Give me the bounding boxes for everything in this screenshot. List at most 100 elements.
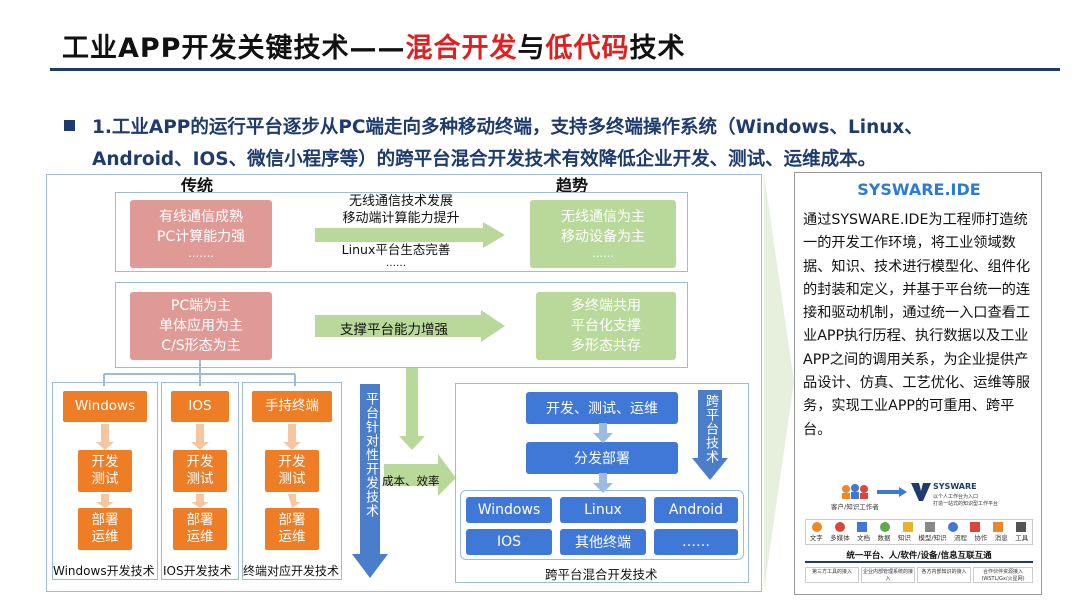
platform-ios: IOS bbox=[466, 529, 552, 555]
thumb-icon-doc bbox=[857, 522, 868, 532]
row1-trend-box: 无线通信为主 移动设备为主 …… bbox=[530, 200, 676, 268]
row1-arrow-top-line2: 移动端计算能力提升 bbox=[342, 211, 460, 226]
windows-deploy-ops-box: 部署 运维 bbox=[78, 508, 132, 550]
thumb-brand: SYSWARE bbox=[933, 482, 977, 491]
thumb-icon-label-4: 知识 bbox=[897, 534, 911, 542]
thumb-brand-sub2: 打造一站式的知识型工作平台 bbox=[933, 501, 999, 507]
row1-arrow-top-line1: 无线通信技术发展 bbox=[348, 194, 453, 209]
handheld-test-label: 测试 bbox=[278, 471, 306, 487]
thumb-bottom-row: 第三方工具的接入 企业内部管理系统的接入 各方内部知识的接入 合作伙伴资源接入(… bbox=[805, 567, 1033, 583]
thumb-bottom-2: 各方内部知识的接入 bbox=[917, 567, 971, 583]
thumb-bottom-1: 企业内部管理系统的接入 bbox=[861, 567, 915, 583]
footer-ios-tech: IOS开发技术 bbox=[163, 564, 232, 578]
column-header-windows: Windows bbox=[63, 391, 147, 422]
thumb-icon-model bbox=[925, 522, 936, 532]
bullet-line-1: 1.工业APP的运行平台逐步从PC端走向多种移动终端，支持多终端操作系统（Win… bbox=[92, 117, 923, 138]
windows-test-label: 测试 bbox=[91, 471, 119, 487]
row1-frame bbox=[115, 192, 688, 272]
thumb-icon-collab bbox=[970, 522, 981, 532]
branch-connector bbox=[103, 360, 296, 386]
column-windows-frame bbox=[52, 382, 158, 580]
thumb-icon-label-7: 协作 bbox=[974, 534, 988, 542]
label-traditional: 传统 bbox=[181, 176, 214, 195]
row2-trend-box: 多终端共用 平台化支撑 多形态共存 bbox=[536, 292, 676, 360]
diagram-frame bbox=[46, 174, 762, 592]
thumb-icon-label-3: 数据 bbox=[877, 534, 891, 542]
thumb-icon-data bbox=[880, 522, 891, 532]
bullet-line-2: Android、IOS、微信小程序等）的跨平台混合开发技术有效降低企业开发、测试… bbox=[92, 149, 877, 170]
column-ios-frame bbox=[161, 382, 239, 580]
title-highlight-lowcode: 低代码 bbox=[545, 33, 630, 64]
thumb-brand-sub1: 以个人工作台为入口 bbox=[933, 494, 979, 500]
cross-distribute-box: 分发部署 bbox=[526, 442, 678, 474]
handheld-dev-test-box: 开发 测试 bbox=[265, 450, 319, 492]
ios-test-label: 测试 bbox=[186, 471, 214, 487]
thumb-bottom-3: 合作伙伴资源接入(WSTL/Gx/火星网) bbox=[973, 567, 1033, 583]
row1-left-line2: PC计算能力强 bbox=[156, 229, 246, 245]
handheld-deploy-ops-box: 部署 运维 bbox=[265, 508, 319, 550]
row2-right-line1: 多终端共用 bbox=[571, 298, 641, 314]
platform-more: …… bbox=[654, 529, 738, 555]
row1-traditional-box: 有线通信成熟 PC计算能力强 ……. bbox=[130, 200, 272, 268]
sysware-logo-icon bbox=[911, 483, 931, 501]
pointer-arrow bbox=[764, 174, 794, 590]
thumb-icon-label-0: 文字 bbox=[809, 534, 823, 542]
title-part3: 技术 bbox=[629, 33, 686, 64]
thumb-icon-media bbox=[834, 522, 845, 532]
thumb-icon-label-5: 模型/知识 bbox=[918, 534, 947, 542]
cross-platform-vertical-label: 跨平台技术 bbox=[703, 394, 718, 464]
cross-dev-test-ops-box: 开发、测试、运维 bbox=[526, 392, 678, 424]
platform-linux: Linux bbox=[560, 497, 646, 523]
windows-dev-label: 开发 bbox=[91, 454, 119, 470]
thumb-bar: 统一平台、人/软件/设备/信息互联互通 bbox=[846, 551, 992, 561]
cost-efficiency-label: 成本、效率 bbox=[382, 474, 440, 488]
column-header-handheld: 手持终端 bbox=[252, 391, 332, 422]
targeted-dev-arrow bbox=[352, 384, 388, 578]
row1-left-line1: 有线通信成熟 bbox=[159, 209, 243, 225]
row1-right-line1: 无线通信为主 bbox=[561, 209, 645, 225]
windows-dev-test-box: 开发 测试 bbox=[78, 450, 132, 492]
footer-cross-platform: 跨平台混合开发技术 bbox=[545, 567, 658, 582]
cross-arrow-2 bbox=[593, 473, 613, 493]
cross-platform-vertical-arrow bbox=[692, 390, 728, 480]
thumb-icon-flow bbox=[947, 522, 958, 532]
page-title: 工业APP开发关键技术——混合开发与低代码技术 bbox=[62, 26, 685, 65]
platform-windows: Windows bbox=[466, 497, 552, 523]
ios-dev-test-box: 开发 测试 bbox=[173, 450, 227, 492]
title-divider bbox=[50, 68, 1060, 71]
cost-efficiency-arrows bbox=[384, 368, 456, 496]
targeted-dev-label: 平台针对性开发技术 bbox=[363, 392, 378, 518]
handheld-dev-label: 开发 bbox=[278, 454, 306, 470]
title-part1: 工业APP开发关键技术—— bbox=[62, 33, 406, 64]
row2-left-line1: PC端为主 bbox=[170, 298, 232, 314]
row2-left-line3: C/S形态为主 bbox=[161, 338, 241, 354]
row2-arrow-text: 支撑平台能力增强 bbox=[340, 322, 448, 338]
users-icon bbox=[842, 484, 868, 499]
row2-frame bbox=[115, 282, 688, 368]
thumb-icon-label-9: 工具 bbox=[1015, 534, 1029, 542]
thumb-users-label: 客户/知识工作者 bbox=[831, 503, 879, 511]
ios-ops-label: 运维 bbox=[186, 529, 214, 545]
title-highlight-hybrid: 混合开发 bbox=[405, 33, 518, 64]
column-down-arrows bbox=[96, 424, 301, 508]
platform-other: 其他终端 bbox=[560, 529, 646, 555]
thumb-icon-row: 文字 多媒体 文档 数据 知识 模型/知识 流程 协作 消息 工具 bbox=[805, 519, 1033, 545]
platform-android: Android bbox=[654, 497, 738, 523]
platform-group bbox=[460, 490, 744, 560]
thumb-icon-knowledge bbox=[902, 522, 913, 532]
sysware-panel: SYSWARE.IDE 通过SYSWARE.IDE为工程师打造统一的开发工作环境… bbox=[794, 172, 1042, 595]
windows-deploy-label: 部署 bbox=[91, 512, 119, 528]
row1-arrow-bottom-line1: Linux平台生态完善 bbox=[341, 242, 451, 257]
thumb-icon-message bbox=[993, 522, 1004, 532]
bullet-square-icon bbox=[64, 120, 75, 131]
row2-traditional-box: PC端为主 单体应用为主 C/S形态为主 bbox=[130, 292, 272, 360]
thumb-icon-label-8: 消息 bbox=[994, 534, 1008, 542]
row2-right-line3: 多形态共存 bbox=[571, 338, 641, 354]
footer-windows-tech: Windows开发技术 bbox=[53, 564, 155, 578]
sysware-thumbnail: 客户/知识工作者 SYSWARE 以个人工作台为入口 打造一站式的知识型工作平台 bbox=[805, 479, 1033, 589]
thumb-icon-label-2: 文档 bbox=[857, 534, 871, 542]
handheld-ops-label: 运维 bbox=[278, 529, 306, 545]
handheld-deploy-label: 部署 bbox=[278, 512, 306, 528]
row2-right-line2: 平台化支撑 bbox=[571, 318, 641, 334]
thumb-bottom-0: 第三方工具的接入 bbox=[805, 567, 859, 583]
